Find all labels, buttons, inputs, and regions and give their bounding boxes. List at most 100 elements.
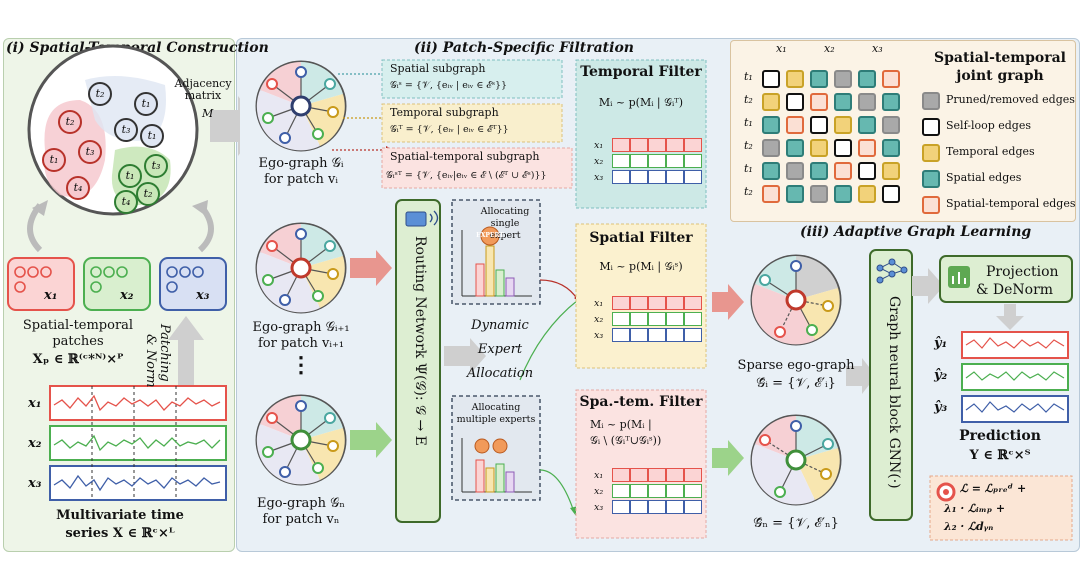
ego-caption-i-1: Ego-graph 𝒢ᵢ	[258, 156, 344, 171]
legend-swatch	[922, 170, 940, 188]
legend-title-2: joint graph	[956, 68, 1044, 84]
filter-cell	[666, 484, 684, 498]
legend-matrix-cell	[786, 116, 804, 134]
spatemporal-subgraph-title: Spatial-temporal subgraph	[390, 150, 540, 163]
filter-cell	[648, 154, 666, 168]
filter-row-label: x₃	[594, 172, 604, 183]
section2-title: (ii) Patch-Specific Filtration	[414, 40, 634, 56]
filter-cell	[630, 138, 648, 152]
alloc-single-2: single	[490, 218, 520, 229]
loss-line-1: ℒ = ℒₚᵣₑᵈ +	[960, 482, 1027, 495]
ego-graph-i	[255, 60, 347, 152]
sparse-formula-i: 𝒢̂ᵢ = {𝒱, ℰ′ᵢ}	[756, 376, 836, 391]
legend-row-label: t₁	[744, 162, 753, 175]
mts-caption-2: series X ∈ ℝᶜ×ᴸ	[65, 526, 175, 541]
legend-title-1: Spatial-temporal	[933, 50, 1067, 66]
legend-matrix-cell	[762, 162, 780, 180]
ego-graph-n	[255, 394, 347, 486]
loss-line-3: λ₂ · ℒdᵧₙ	[944, 520, 994, 533]
ego-caption-i-2: for patch vᵢ	[263, 172, 339, 187]
patches-formula: Xₚ ∈ ℝ⁽ᶜ*ᴺ⁾×ᴾ	[32, 352, 124, 367]
filter-cell	[630, 484, 648, 498]
filter-cell	[612, 312, 630, 326]
filter-cell	[648, 138, 666, 152]
filter-cell	[630, 500, 648, 514]
legend-row-label: t₁	[744, 70, 753, 83]
temporal-filter-formula: Mᵢ ~ p(Mᵢ | 𝒢ᵢᵀ)	[598, 96, 684, 109]
legend-row-label: t₂	[744, 93, 753, 106]
filter-row-label: x₂	[594, 314, 604, 325]
pred-label-y2: ŷ₂	[934, 368, 948, 383]
filter-cell	[684, 312, 702, 326]
legend-swatch	[922, 196, 940, 214]
dynamic-1: Dynamic	[471, 318, 529, 333]
filter-cell	[630, 468, 648, 482]
prediction-title: Prediction	[959, 428, 1041, 444]
node: t₁	[118, 164, 142, 188]
legend-label: Temporal edges	[946, 145, 1035, 158]
filter-cell	[684, 484, 702, 498]
filter-cell	[666, 500, 684, 514]
ego-caption-i1-1: Ego-graph 𝒢ᵢ₊₁	[252, 320, 350, 335]
filter-cell	[648, 328, 666, 342]
alloc-multi-2: multiple experts	[456, 414, 536, 425]
temporal-subgraph-formula: 𝒢ᵢᵀ = {𝒱, {eᵢᵥ | eᵢᵥ ∈ ℰᵀ}}	[390, 124, 509, 135]
filter-row-label: x₂	[594, 156, 604, 167]
patch-label-x3: x₃	[196, 288, 210, 303]
filter-cell	[684, 468, 702, 482]
legend-matrix-cell	[834, 70, 852, 88]
spatial-subgraph-title: Spatial subgraph	[390, 62, 486, 75]
filter-cell	[648, 468, 666, 482]
sparse-ego-graph-n	[750, 414, 842, 506]
series-label-x1: x₁	[28, 396, 42, 411]
legend-matrix-cell	[834, 116, 852, 134]
filter-cell	[666, 296, 684, 310]
filter-cell	[666, 170, 684, 184]
temporal-filter-title: Temporal Filter	[580, 64, 702, 80]
legend-matrix-cell	[858, 185, 876, 203]
legend-matrix-cell	[786, 70, 804, 88]
legend-matrix-cell	[882, 185, 900, 203]
legend-swatch	[922, 118, 940, 136]
node: t₁	[140, 124, 164, 148]
patches-caption-2: patches	[52, 334, 104, 349]
filter-cell	[612, 154, 630, 168]
filter-cell	[612, 138, 630, 152]
filter-cell	[630, 328, 648, 342]
spatial-filter-title: Spatial Filter	[589, 230, 693, 246]
filter-cell	[684, 328, 702, 342]
filter-cell	[666, 154, 684, 168]
legend-matrix-cell	[786, 93, 804, 111]
filter-cell	[630, 312, 648, 326]
filter-row-label: x₃	[594, 502, 604, 513]
dynamic-3: Allocation	[466, 366, 534, 381]
spatem-filter-title: Spa.-tem. Filter	[579, 394, 703, 410]
filter-row-label: x₂	[594, 486, 604, 497]
node: t₂	[88, 82, 112, 106]
routing-network-label: Routing Network Ψ(𝒢): 𝒢 → E	[412, 236, 428, 446]
projection-2: & DeNorm	[976, 282, 1054, 298]
node: t₁	[42, 148, 66, 172]
filter-cell	[648, 500, 666, 514]
legend-matrix-cell	[834, 93, 852, 111]
node: t₄	[66, 176, 90, 200]
filter-cell	[684, 170, 702, 184]
legend-matrix-cell	[858, 162, 876, 180]
pred-label-y3: ŷ₃	[934, 400, 948, 415]
legend-col-label: x₁	[776, 42, 787, 55]
filter-cell	[666, 468, 684, 482]
legend-label: Spatial edges	[946, 171, 1022, 184]
sparse-label: Sparse ego-graph	[737, 358, 855, 373]
prediction-formula: Y ∈ ℝᶜ×ᵀ	[969, 448, 1031, 463]
legend-matrix-cell	[762, 93, 780, 111]
filter-cell	[612, 500, 630, 514]
legend-row-label: t₂	[744, 185, 753, 198]
adjacency-symbol: M	[202, 107, 214, 120]
filter-cell	[684, 500, 702, 514]
expert-badge: EXPERT	[476, 232, 504, 239]
series-label-x3: x₃	[28, 476, 42, 491]
legend-matrix-cell	[762, 139, 780, 157]
legend-matrix-cell	[858, 139, 876, 157]
node: t₂	[58, 110, 82, 134]
spatem-filter-formula-1: Mᵢ ~ p(Mᵢ |	[590, 418, 652, 431]
